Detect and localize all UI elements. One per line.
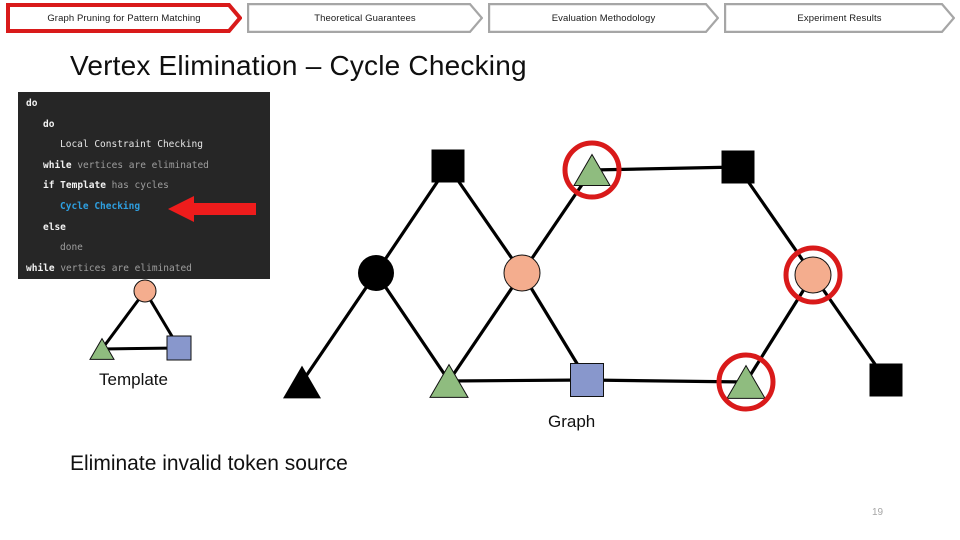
code-token: Local Constraint Checking [60,139,203,151]
graph-edge [446,165,524,274]
node-marker-ring [783,245,843,305]
code-line: done [18,238,270,259]
node-circle [794,256,832,294]
code-line: if Template has cycles [18,176,270,197]
tab-bar: Graph Pruning for Pattern Matching Theore… [0,0,960,38]
code-token: done [60,242,83,254]
graph-edge [300,272,378,383]
graph-edge [447,272,524,382]
template-label: Template [99,370,168,389]
code-line: do [18,94,270,115]
tab-label: Experiment Results [797,12,882,24]
graph-nodes [283,140,903,412]
tab-label: Theoretical Guarantees [314,12,416,24]
node-triangle [283,365,321,399]
node-triangle [726,364,766,399]
code-token: Cycle Checking [60,200,141,212]
tab-chevron-shape [247,3,483,33]
page-number: 19 [872,507,884,518]
code-token: do [26,98,38,109]
tab-chevron-shape [724,3,955,33]
code-line: while vertices are eliminated [18,156,270,177]
node-circle [503,254,541,292]
node-marker-ring [716,352,776,412]
code-token: vertices are eliminated [54,262,192,274]
graph-edge [100,290,147,350]
code-line: do [18,115,270,136]
node-triangle [429,363,469,398]
slide-caption: Eliminate invalid token source [70,452,348,475]
node-square [570,363,604,397]
graph-edges [100,290,181,351]
tab-label: Graph Pruning for Pattern Matching [47,12,201,24]
code-token: while [43,159,72,171]
node-square [166,335,192,361]
graph-edge [591,165,739,172]
code-token: if Template [43,180,106,192]
graph-label: Graph [548,412,596,431]
tab-chevron-shape [6,3,242,33]
node-marker-ring [562,140,622,200]
node-square [869,363,903,397]
graph-edge [374,272,451,382]
tab-chevron-shape [488,3,719,33]
code-line: else [18,218,270,239]
graph-edge [811,274,888,381]
graph-edges [300,165,888,384]
code-token: else [43,221,66,233]
graph-edge [520,272,589,381]
graph-edge [736,166,815,276]
code-token: while [26,262,55,274]
code-line: while vertices are eliminated [18,259,270,279]
graph-edge [101,346,180,351]
node-triangle [573,153,611,186]
tab-1[interactable]: Graph Pruning for Pattern Matching [6,3,242,33]
graph-edge [744,274,815,383]
graph-edge [520,169,594,274]
graph-edge [448,378,588,383]
code-token: vertices are eliminated [71,159,209,171]
graph-edge [586,378,747,384]
red-left-arrow-icon [168,196,256,222]
tab-4[interactable]: Experiment Results [724,3,955,33]
tab-label: Evaluation Methodology [551,12,656,24]
code-token: do [43,118,55,130]
code-line: Cycle Checking [18,197,270,218]
graph-nodes [89,279,192,361]
page-title: Vertex Elimination – Cycle Checking [70,50,527,81]
node-triangle [89,337,115,360]
graph-edge [374,165,450,274]
graph-edge [143,290,181,349]
tab-3[interactable]: Evaluation Methodology [488,3,719,33]
node-square [721,150,755,184]
code-token: has cycles [105,180,169,192]
tab-2[interactable]: Theoretical Guarantees [247,3,483,33]
node-square [431,149,465,183]
node-circle [358,255,394,291]
node-circle [133,279,157,303]
code-line: Local Constraint Checking [18,135,270,156]
